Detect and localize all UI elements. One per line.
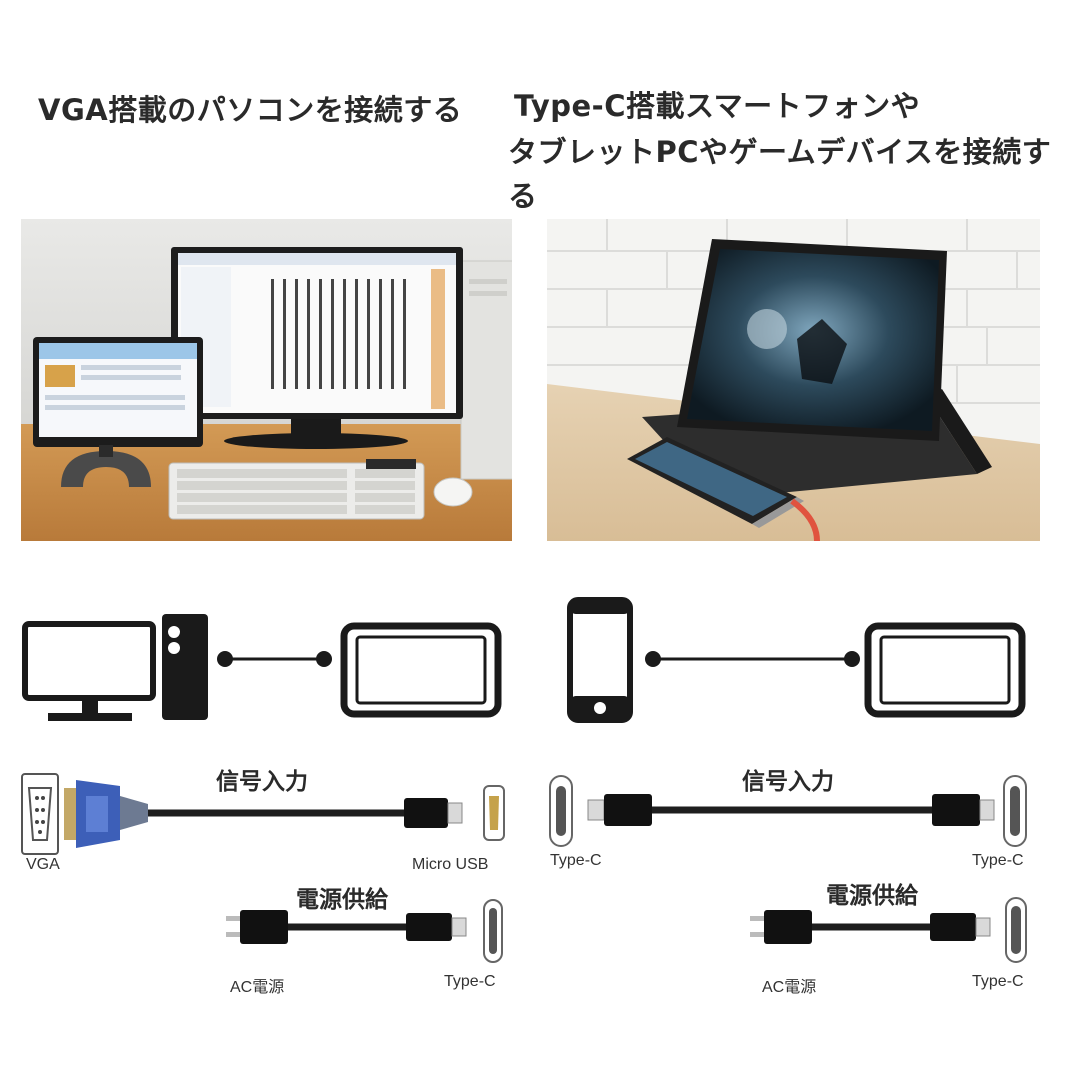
micro-usb-label: Micro USB — [412, 856, 489, 873]
connection-line-icon — [645, 651, 860, 667]
left-heading: VGA搭載のパソコンを接続する — [38, 93, 463, 127]
left-signal-title: 信号入力 — [216, 769, 308, 795]
portable-monitor-icon — [340, 622, 502, 718]
type-c-to-type-c-cable — [549, 775, 1027, 847]
left-power-title: 電源供給 — [296, 887, 388, 913]
vga-label: VGA — [26, 856, 60, 873]
vga-to-micro-usb-cable — [21, 773, 505, 855]
ac-to-type-c-cable — [226, 899, 503, 963]
ac-power-label: AC電源 — [762, 979, 817, 996]
type-c-left-label: Type-C — [550, 852, 602, 869]
monitor-phone-photo — [547, 219, 1040, 541]
desktop-pc-icon — [22, 614, 208, 721]
ac-power-label: AC電源 — [230, 979, 285, 996]
type-c-power-label: Type-C — [972, 973, 1024, 990]
right-heading-line2: タブレットPCやゲームデバイスを接続する — [508, 135, 1052, 213]
desk-setup-photo — [21, 219, 512, 541]
right-signal-title: 信号入力 — [742, 769, 834, 795]
type-c-label: Type-C — [444, 973, 496, 990]
type-c-right-label: Type-C — [972, 852, 1024, 869]
right-power-title: 電源供給 — [826, 883, 918, 909]
portable-monitor-icon — [864, 622, 1026, 718]
ac-to-type-c-cable — [750, 897, 1027, 963]
connection-line-icon — [217, 651, 332, 667]
smartphone-icon — [567, 597, 633, 723]
right-heading-line1: Type-C搭載スマートフォンや — [514, 89, 921, 123]
